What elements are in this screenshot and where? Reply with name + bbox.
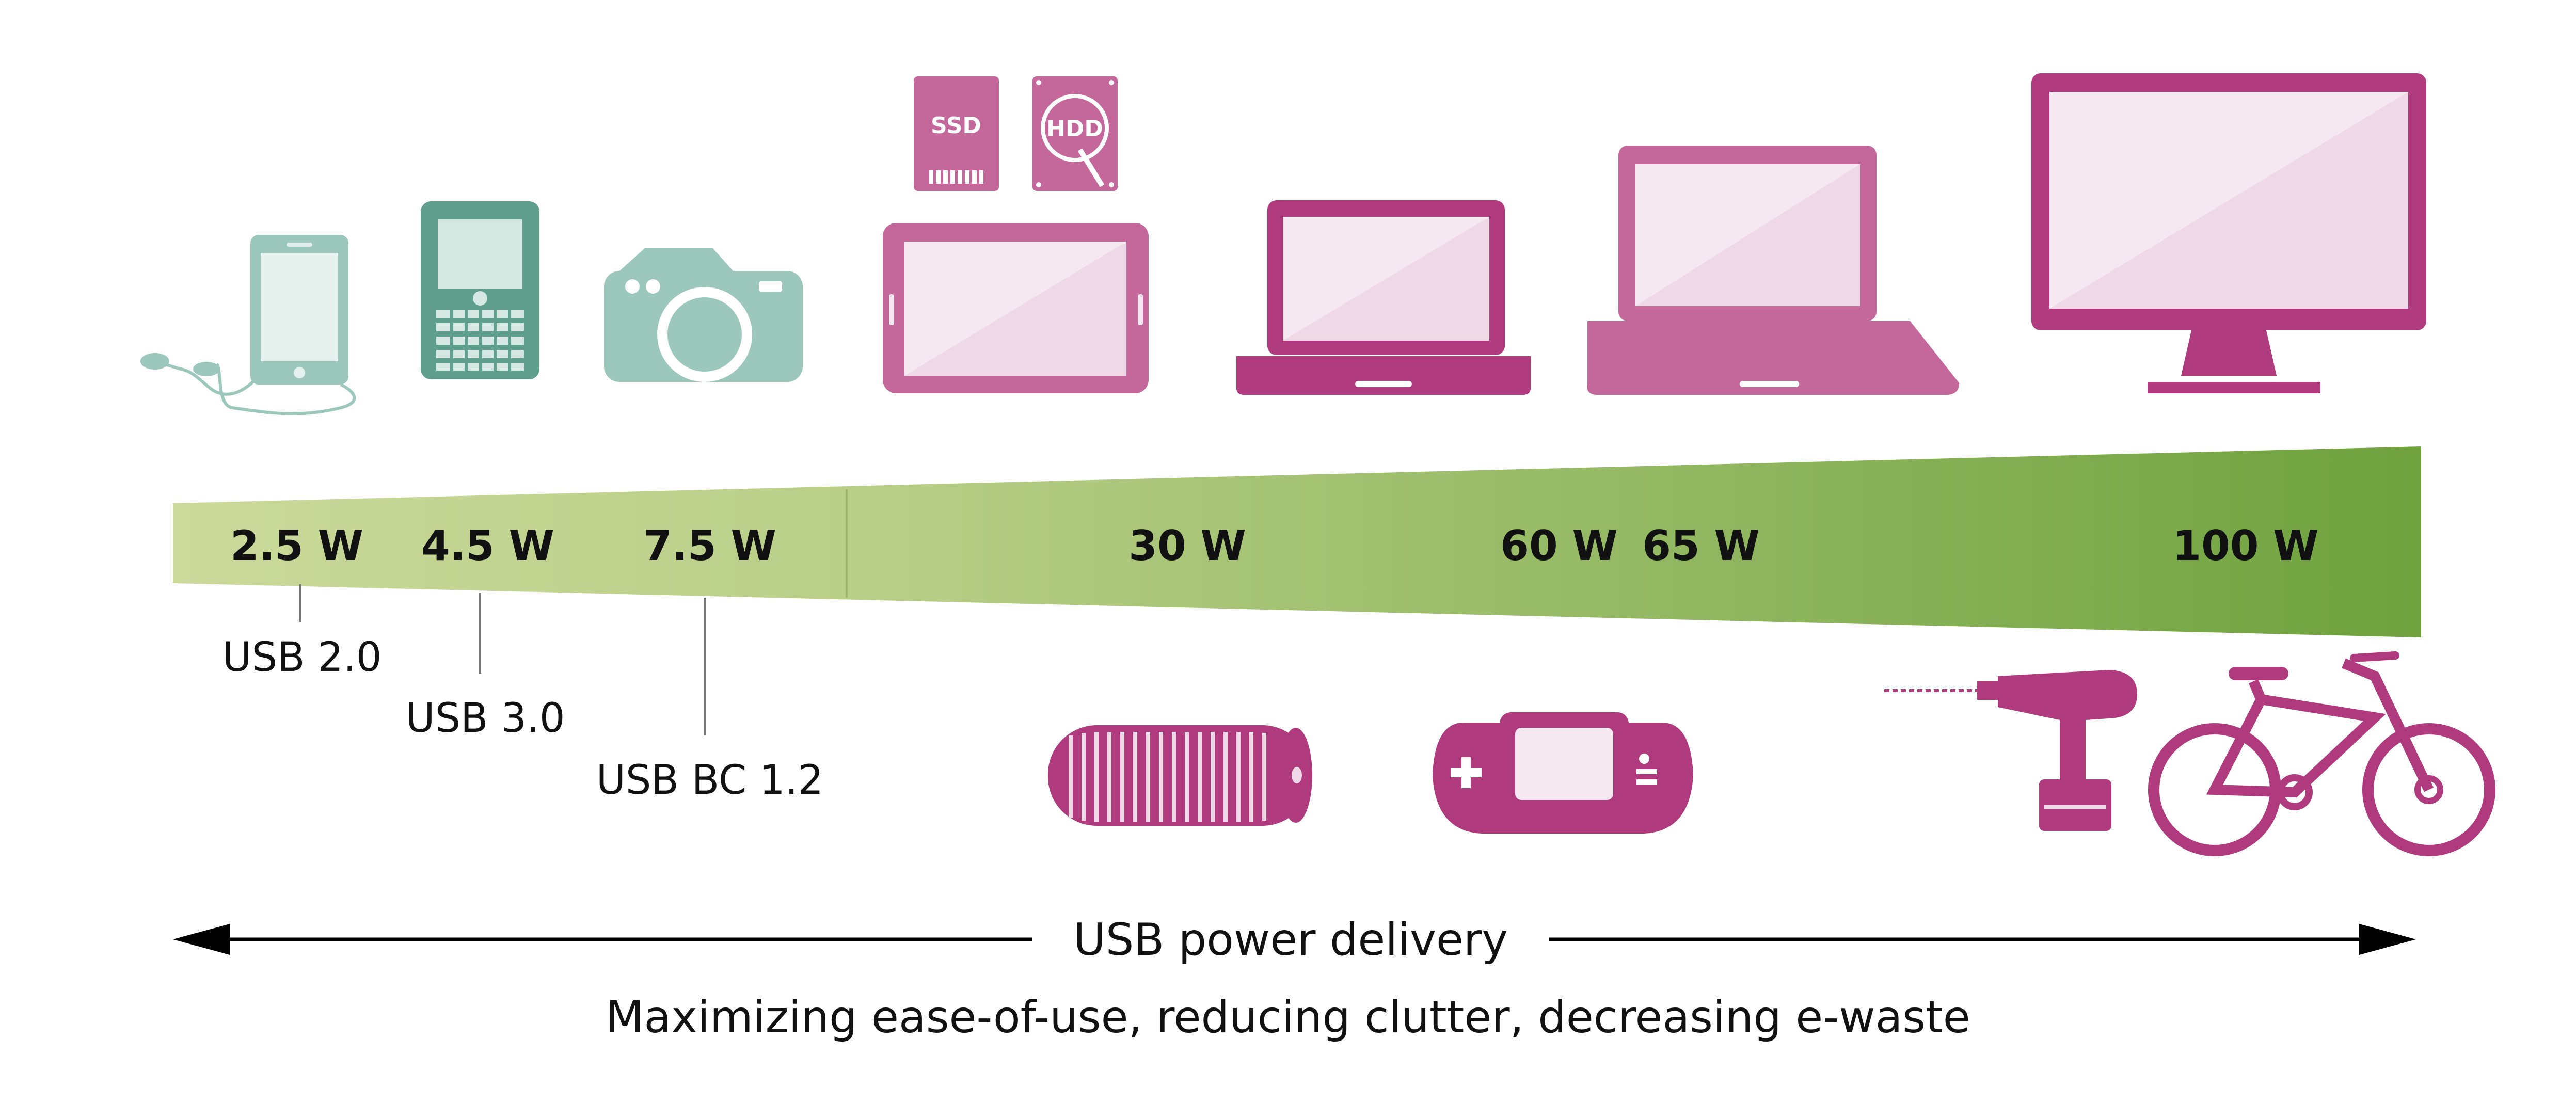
monitor-icon <box>2031 73 2426 393</box>
tagline: Maximizing ease-of-use, reducing clutter… <box>606 991 1970 1043</box>
smartphone-with-earphones-icon <box>140 235 356 415</box>
standard-label-usb2: USB 2.0 <box>222 634 382 681</box>
ssd-icon: SSD <box>914 76 999 191</box>
hdd-icon: HDD <box>1032 76 1118 191</box>
watt-label-65: 65 W <box>1642 522 1759 570</box>
arrow-head-right <box>2359 924 2416 955</box>
standard-label-usb-bc: USB BC 1.2 <box>596 757 823 804</box>
power-delivery-label: USB power delivery <box>1073 914 1508 966</box>
large-laptop-icon <box>1587 146 1959 395</box>
handheld-game-console-icon <box>1433 712 1693 834</box>
tablet-icon <box>883 223 1149 393</box>
keyboard-phone-icon <box>421 201 539 379</box>
e-bike-icon <box>2148 651 2495 856</box>
speaker-icon <box>1048 725 1312 826</box>
watt-label-30: 30 W <box>1128 522 1246 570</box>
wattage-labels: 2.5 W 4.5 W 7.5 W 30 W 60 W 65 W 100 W <box>230 522 2318 570</box>
watt-label-7-5: 7.5 W <box>643 522 776 570</box>
watt-label-2-5: 2.5 W <box>230 522 363 570</box>
ssd-label: SSD <box>931 113 981 139</box>
usb-standards: USB 2.0 USB 3.0 USB BC 1.2 <box>222 584 823 804</box>
power-band <box>173 446 2421 637</box>
watt-label-60: 60 W <box>1500 522 1617 570</box>
arrow-head-left <box>173 924 230 955</box>
watt-label-100: 100 W <box>2172 522 2318 570</box>
watt-label-4-5: 4.5 W <box>421 522 554 570</box>
camera-icon <box>604 248 803 382</box>
power-drill-icon <box>1884 670 2137 831</box>
standard-label-usb3: USB 3.0 <box>406 695 565 742</box>
hdd-label: HDD <box>1046 116 1103 142</box>
power-delivery-arrow: USB power delivery <box>173 914 2416 966</box>
small-laptop-icon <box>1236 200 1531 395</box>
